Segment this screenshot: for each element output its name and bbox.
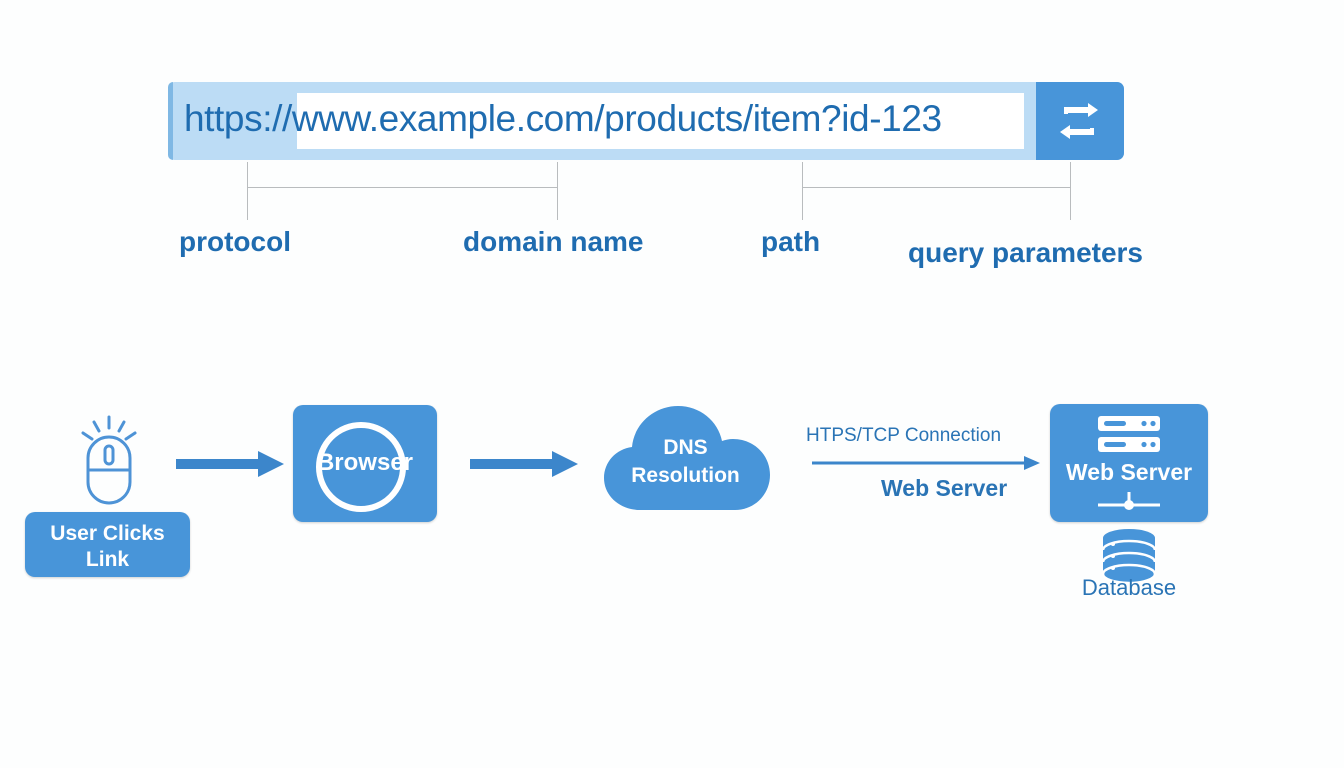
- bracket-line-protocol-left: [247, 162, 248, 220]
- url-part-label-domain-name: domain name: [463, 226, 644, 257]
- node-database-label: Database: [1081, 575, 1177, 600]
- node-dns-resolution-label: DNS Resolution: [631, 436, 740, 487]
- url-bar[interactable]: https://www.example.com/products/item?id…: [168, 82, 1124, 160]
- mouse-click-icon: [81, 415, 137, 505]
- node-browser[interactable]: Browser: [293, 405, 437, 522]
- arrow-browser-to-dns: [470, 451, 578, 477]
- arrow-dns-to-server: [812, 456, 1040, 470]
- url-part-label-protocol: protocol: [179, 226, 291, 257]
- url-input-field[interactable]: [297, 93, 1024, 149]
- server-connector-icon: [1098, 492, 1160, 510]
- node-user-clicks-link-label: User Clicks Link: [50, 522, 165, 571]
- url-text: https://www.example.com/products/item?id…: [184, 98, 942, 139]
- bracket-line-domain-right: [557, 162, 558, 220]
- url-part-label-path: path: [761, 226, 821, 257]
- reload-icon: [1060, 103, 1098, 139]
- node-browser-label: Browser: [316, 449, 414, 476]
- bracket-line-query-right: [1070, 162, 1071, 220]
- reload-button[interactable]: [1036, 82, 1124, 160]
- url-part-label-query-parameters: query parameters: [908, 237, 1144, 268]
- node-web-server[interactable]: Web Server: [1050, 404, 1208, 522]
- connection-target-label: Web Server: [881, 475, 1008, 501]
- connection-protocol-label: HTPS/TCP Connection: [806, 425, 1002, 446]
- bracket-line-query-top: [802, 187, 1071, 188]
- arrow-user-to-browser: [176, 451, 284, 477]
- database-cylinder-icon: [1101, 529, 1157, 585]
- node-web-server-label: Web Server: [1065, 459, 1193, 485]
- bracket-line-domain-top: [247, 187, 558, 188]
- node-user-clicks-link[interactable]: User Clicks Link: [25, 512, 190, 577]
- server-rack-icon: [1098, 416, 1160, 452]
- cloud-icon: [604, 406, 770, 510]
- circle-outline-icon: [316, 422, 406, 512]
- bracket-line-path-left: [802, 162, 803, 220]
- url-bar-left-edge: [168, 82, 173, 160]
